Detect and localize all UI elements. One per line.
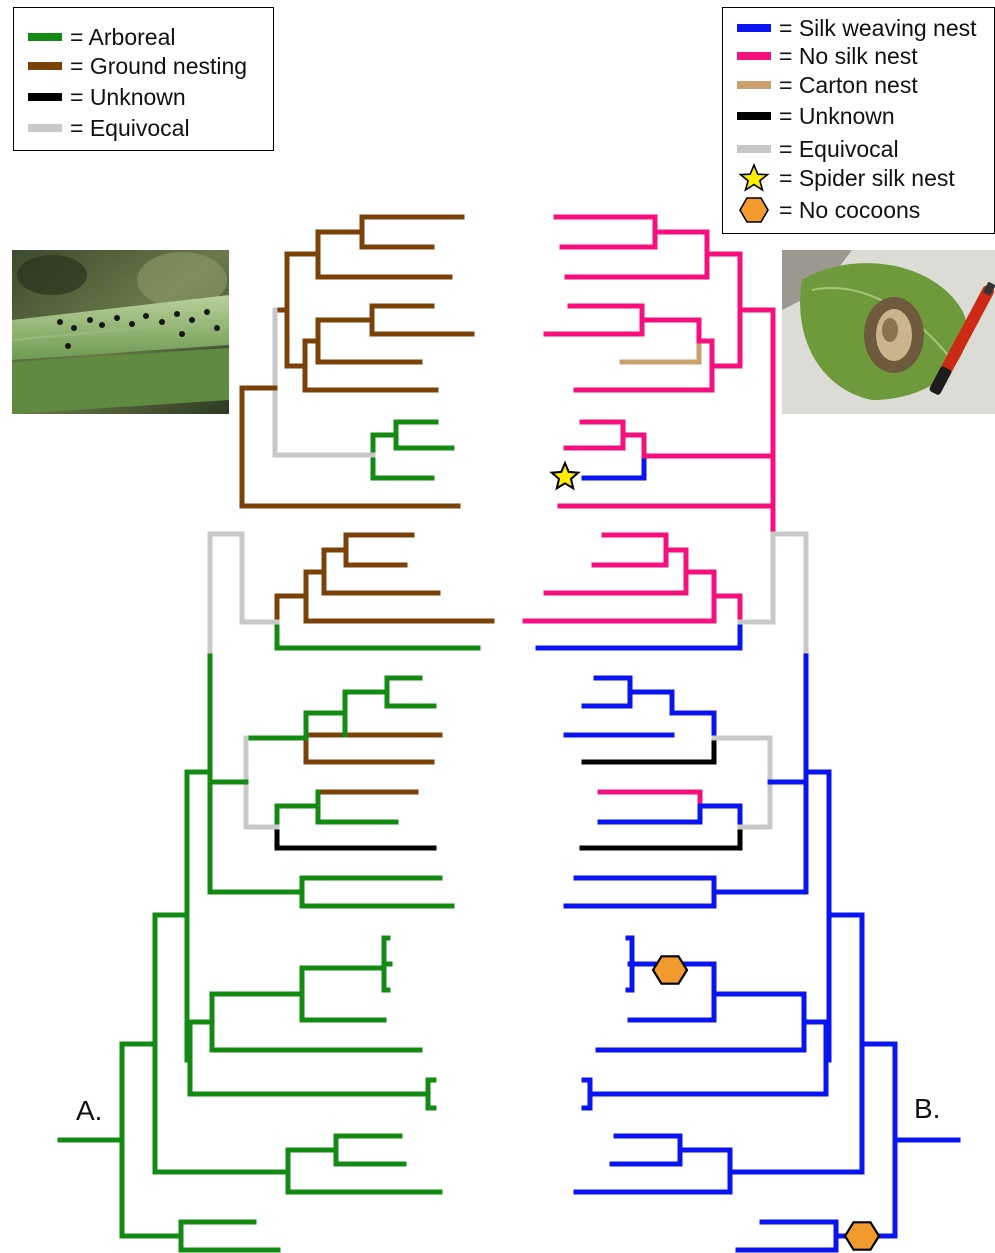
legend-label: = Ground nesting [70,52,248,79]
legend-item-silk-weaving-nest: = Silk weaving nest [723,14,977,42]
legend-item-spider-silk-nest: = Spider silk nest [723,163,955,192]
legend-item-no-cocoons: = No cocoons [723,196,920,224]
legend-label: = Spider silk nest [779,164,955,191]
legend-item-ground-nesting: = Ground nesting [14,52,247,80]
no-cocoons-hexagon-icon [651,955,689,985]
legend-item-carton-nest: = Carton nest [723,71,918,99]
legend-swatch [28,62,62,70]
legend-swatch [737,112,771,120]
legend-swatch [28,33,62,41]
legend-swatch [28,93,62,101]
legend-swatch [28,124,62,132]
photo-arboreal-ants-on-leaf [12,250,229,414]
hexagon-icon [739,197,769,223]
legend-label: = Silk weaving nest [779,14,977,41]
legend-swatch [737,52,771,60]
legend-nest-type: = Silk weaving nest = No silk nest = Car… [722,7,995,234]
legend-item-no-silk-nest: = No silk nest [723,42,918,70]
legend-swatch [737,81,771,89]
photo-silk-nest-on-leaf [782,250,995,414]
legend-label: = Unknown [779,102,895,129]
legend-nesting-habit: = Arboreal = Ground nesting = Unknown = … [13,7,274,151]
legend-label: = No silk nest [779,42,918,69]
legend-item-unknown: = Unknown [14,83,186,111]
no-cocoons-hexagon-icon [843,1221,881,1251]
legend-label: = Carton nest [779,71,918,98]
legend-item-equivocal: = Equivocal [723,135,899,163]
legend-label: = No cocoons [779,196,921,223]
legend-item-unknown: = Unknown [723,102,895,130]
star-icon [738,163,770,192]
legend-item-arboreal: = Arboreal [14,23,176,51]
legend-label: = Equivocal [779,135,899,162]
legend-label: = Arboreal [70,23,176,50]
panel-label-a: A. [76,1095,103,1126]
legend-label: = Unknown [70,83,186,110]
legend-label: = Equivocal [70,114,190,141]
legend-item-equivocal: = Equivocal [14,114,190,142]
legend-swatch [737,24,771,32]
spider-silk-nest-star-icon [549,460,581,491]
panel-label-b: B. [914,1093,941,1124]
legend-swatch [737,145,771,153]
